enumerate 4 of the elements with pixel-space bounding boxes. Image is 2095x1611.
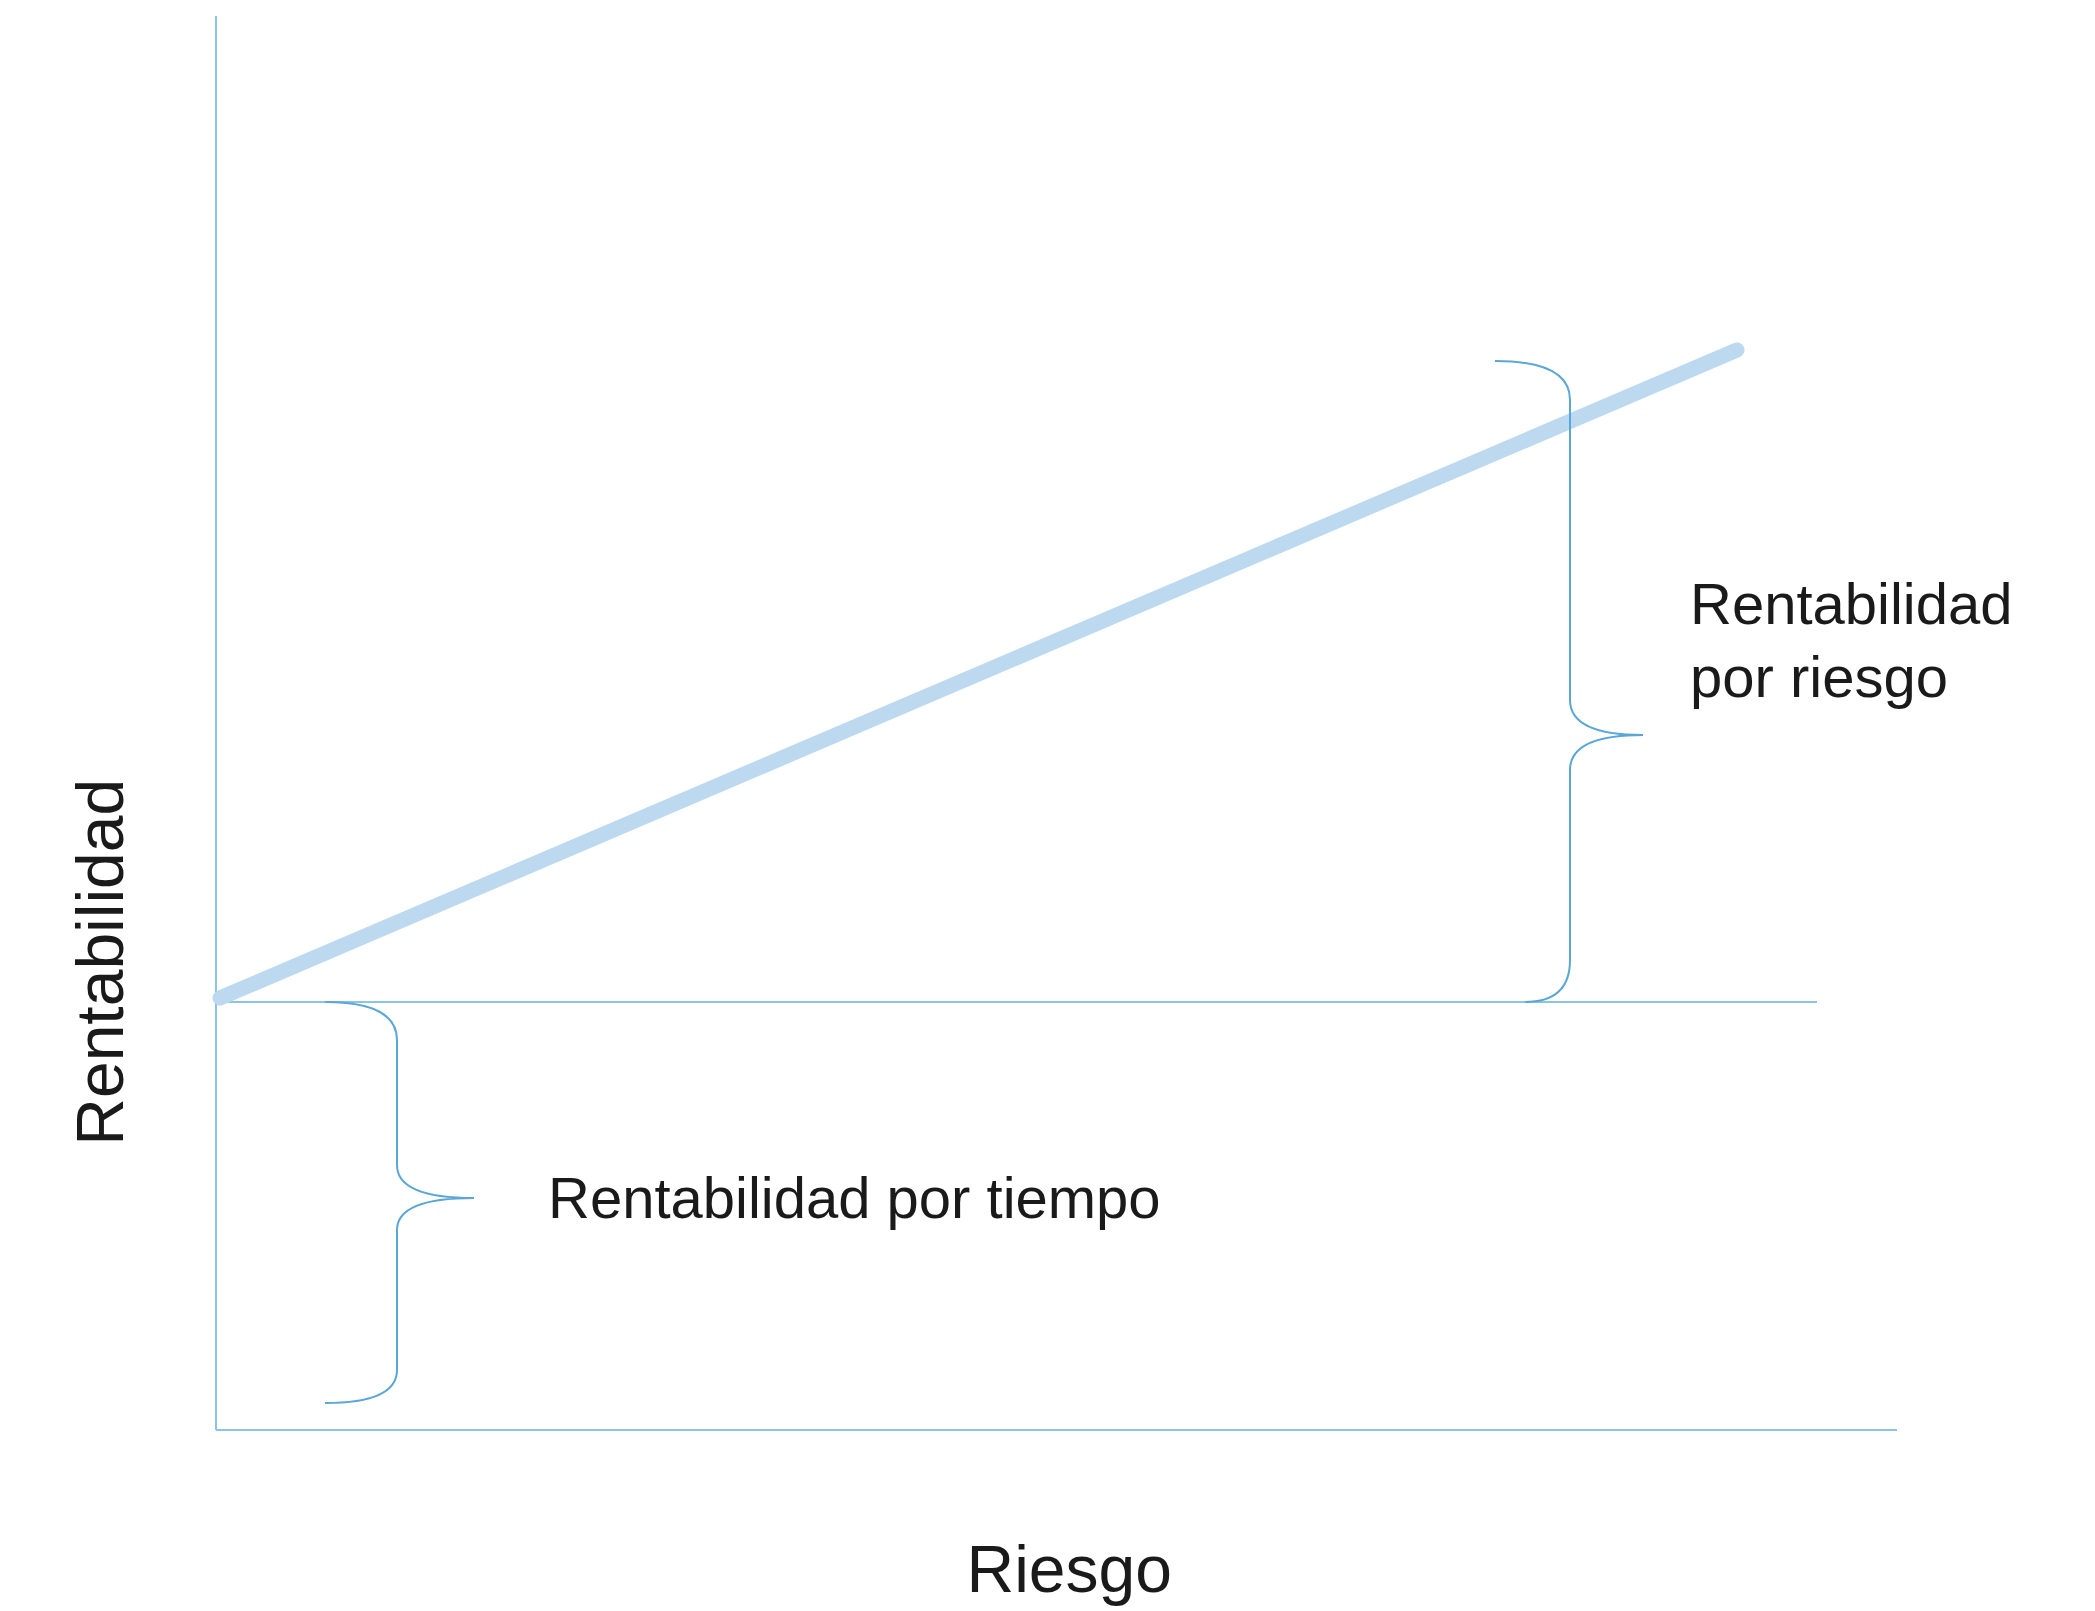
bracket-label: Rentabilidad por tiempo [548,1164,1162,1232]
axis-title: Riesgo [966,1531,1172,1608]
axis-title: Rentabilidad [61,778,138,1146]
bracket-label: Rentabilidad por riesgo [1690,570,2014,711]
